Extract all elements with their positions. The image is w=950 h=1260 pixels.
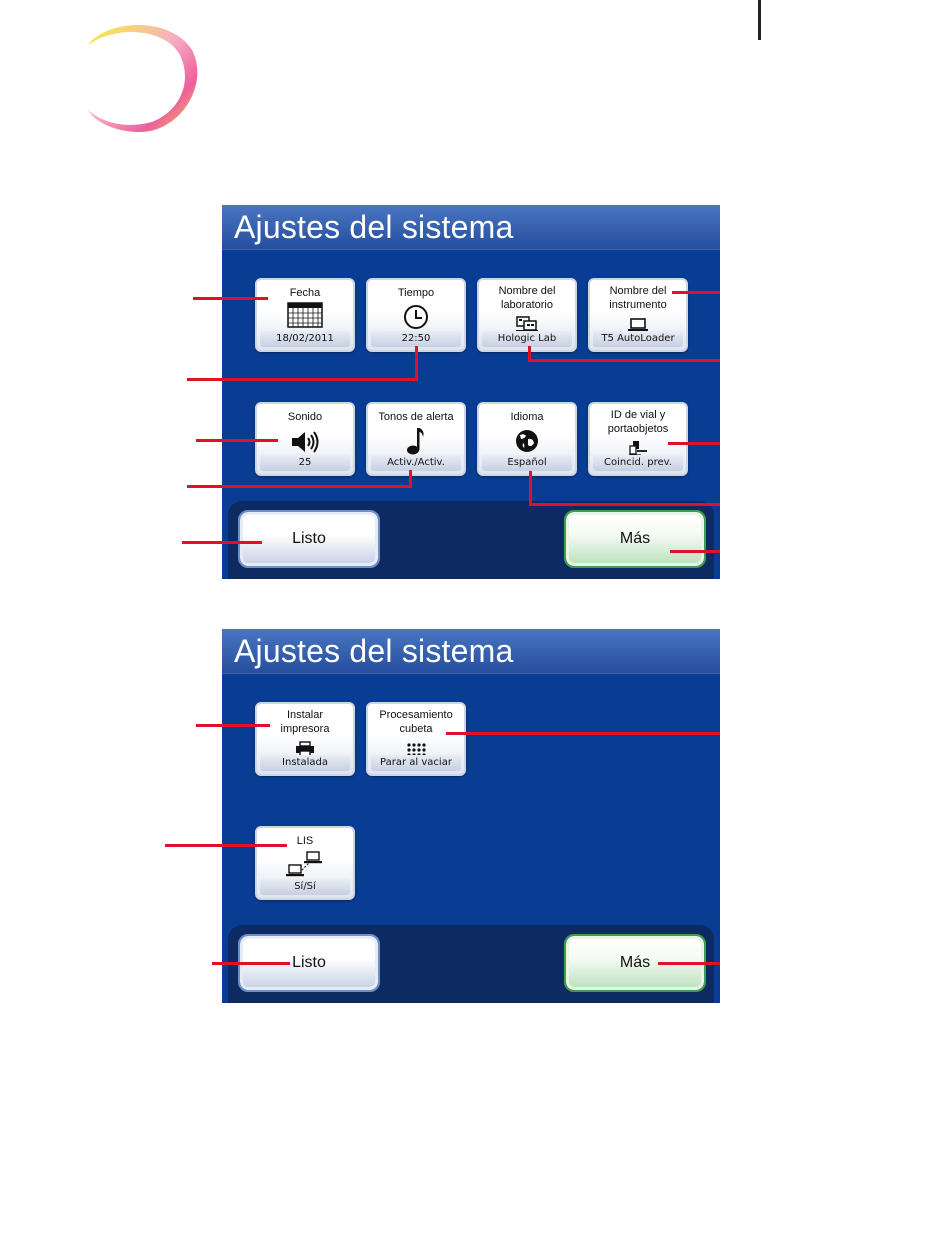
callout-line-impresora [196, 724, 270, 727]
globe-icon [516, 430, 538, 452]
tile-nombre-laboratorio[interactable]: Nombre del laboratorio Hologic Lab [477, 278, 577, 352]
value-bar [371, 331, 461, 347]
logo-ring-icon [88, 25, 198, 132]
tile-procesamiento-cubeta[interactable]: Procesamiento cubeta Parar al vaciar [366, 702, 466, 776]
callout-line-id-vial [668, 442, 720, 445]
settings-screen-1: Ajustes del sistema Fecha 18/02/2011 Tie… [222, 205, 720, 579]
vial-slide-icon [629, 441, 647, 456]
title-bar: Ajustes del sistema [222, 205, 720, 250]
tile-value: Parar al vaciar [380, 757, 452, 768]
screen-title: Ajustes del sistema [234, 209, 514, 245]
callout-line-tonos [187, 485, 412, 488]
music-note-icon [407, 428, 424, 455]
laptop-icon [628, 318, 648, 332]
tile-fecha[interactable]: Fecha 18/02/2011 [255, 278, 355, 352]
tile-label: Sonido [287, 411, 323, 423]
value-bar [260, 755, 350, 771]
tile-instalar-impresora[interactable]: Instalar impresora Instalada [255, 702, 355, 776]
callout-line-tonos-vertical [409, 470, 412, 488]
callout-line-tiempo [187, 378, 418, 381]
callout-line-sonido [196, 439, 278, 442]
callout-line-instrumento [672, 291, 720, 294]
lab-icon [516, 316, 538, 332]
title-bar: Ajustes del sistema [222, 629, 720, 674]
tile-nombre-instrumento[interactable]: Nombre del instrumento T5 AutoLoader [588, 278, 688, 352]
mas-button[interactable]: Más [564, 510, 706, 568]
callout-line-listo-2 [212, 962, 290, 965]
value-bar [482, 455, 572, 471]
callout-line-laboratorio-vertical [528, 346, 531, 362]
tile-value: Activ./Activ. [387, 457, 445, 468]
callout-line-mas [670, 550, 720, 553]
listo-button[interactable]: Listo [238, 510, 380, 568]
tile-label: Nombre del laboratorio [498, 285, 556, 311]
tile-label: LIS [296, 835, 314, 847]
value-bar [593, 455, 683, 471]
callout-line-laboratorio [528, 359, 720, 362]
tile-label: Procesamiento cubeta [379, 709, 453, 735]
tile-id-vial-portaobjetos[interactable]: ID de vial y portaobjetos Coincid. prev. [588, 402, 688, 476]
callout-line-lis [165, 844, 287, 847]
value-bar [260, 455, 350, 471]
tile-value: 25 [298, 457, 312, 468]
tile-label: Tonos de alerta [378, 411, 454, 423]
network-computers-icon [286, 851, 322, 877]
callout-line-idioma-vertical [529, 471, 532, 506]
settings-screen-2: Ajustes del sistema Instalar impresora I… [222, 629, 720, 1003]
tile-value: Coincid. prev. [604, 457, 672, 468]
callout-line-cubeta [446, 732, 720, 735]
tile-idioma[interactable]: Idioma Español [477, 402, 577, 476]
tile-value: T5 AutoLoader [601, 333, 675, 344]
tile-label: Nombre del instrumento [609, 285, 667, 311]
value-bar [371, 455, 461, 471]
screen-title: Ajustes del sistema [234, 633, 514, 669]
page-edge-rule [758, 0, 761, 40]
tile-label: ID de vial y portaobjetos [607, 409, 669, 435]
tile-label: Fecha [289, 287, 321, 299]
value-bar [260, 331, 350, 347]
tile-value: 18/02/2011 [276, 333, 334, 344]
value-bar [260, 879, 350, 895]
printer-icon [296, 741, 314, 757]
value-bar [371, 755, 461, 771]
tile-value: Sí/Sí [294, 881, 316, 892]
tile-label: Instalar impresora [280, 709, 330, 735]
callout-line-fecha [193, 297, 268, 300]
tile-tonos-alerta[interactable]: Tonos de alerta Activ./Activ. [366, 402, 466, 476]
tile-value: Hologic Lab [497, 333, 557, 344]
tile-value: 22:50 [401, 333, 431, 344]
tile-label: Tiempo [397, 287, 435, 299]
callout-line-mas-2 [658, 962, 720, 965]
tile-value: Español [507, 457, 547, 468]
tile-value: Instalada [282, 757, 328, 768]
speaker-icon [292, 431, 319, 453]
callout-line-tiempo-vertical [415, 346, 418, 381]
tile-label: Idioma [510, 411, 544, 423]
tile-tiempo[interactable]: Tiempo 22:50 [366, 278, 466, 352]
tile-lis[interactable]: LIS Sí/Sí [255, 826, 355, 900]
clock-icon [404, 305, 428, 329]
callout-line-idioma [529, 503, 720, 506]
callout-line-listo [182, 541, 262, 544]
value-bar [482, 331, 572, 347]
value-bar [593, 331, 683, 347]
calendar-icon [287, 302, 323, 328]
